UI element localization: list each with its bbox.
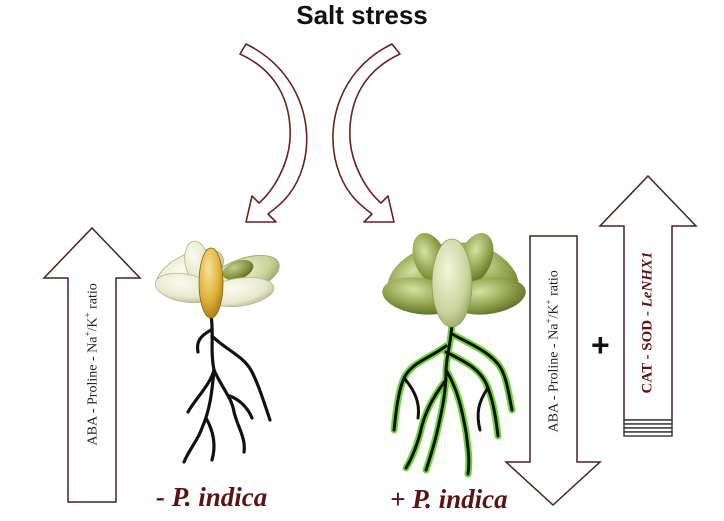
left-arrow-part: ratio	[85, 283, 101, 313]
left-up-arrow	[42, 226, 142, 503]
right-up-arrow-base	[623, 419, 673, 437]
plus-sign: +	[591, 327, 610, 363]
left-arrow-part: +	[82, 331, 93, 337]
label-with-p-indica: + P. indica	[390, 484, 508, 514]
right-down-arrow-part: ABA - Proline - Na	[546, 323, 562, 433]
right-down-arrow-part: /K	[546, 304, 562, 319]
right-leaf-center	[431, 238, 473, 328]
left-plant-roots	[182, 313, 272, 464]
curved-arrow-left	[239, 43, 308, 223]
right-down-arrow	[504, 235, 602, 507]
right-plant	[382, 232, 526, 478]
right-up-arrow-part: CAT - SOD -	[639, 307, 656, 394]
left-leaf-center-yellow	[198, 247, 224, 319]
right-down-arrow-part: +	[543, 299, 554, 305]
curved-arrow-right	[332, 43, 401, 223]
right-plant-roots-green	[390, 316, 516, 478]
right-up-arrow-part: LeNHX1	[639, 251, 656, 308]
label-without-p-indica: - P. indica	[156, 482, 268, 512]
right-plant-roots	[392, 318, 514, 476]
left-plant	[154, 240, 280, 464]
left-arrow-part: ABA - Proline - Na	[85, 336, 101, 446]
diagram-title: Salt stress	[296, 0, 428, 30]
left-arrow-part: +	[82, 312, 93, 318]
left-arrow-part: /K	[85, 317, 101, 332]
right-down-arrow-part: +	[543, 318, 554, 324]
right-up-arrow-label: CAT - SOD - LeNHX1	[640, 243, 657, 403]
left-arrow-label: ABA - Proline - Na+/K+ ratio	[83, 274, 102, 454]
left-leaf-right-olive	[222, 259, 254, 281]
right-down-arrow-part: ratio	[546, 270, 562, 300]
right-down-arrow-label: ABA - Proline - Na+/K+ ratio	[544, 261, 563, 441]
